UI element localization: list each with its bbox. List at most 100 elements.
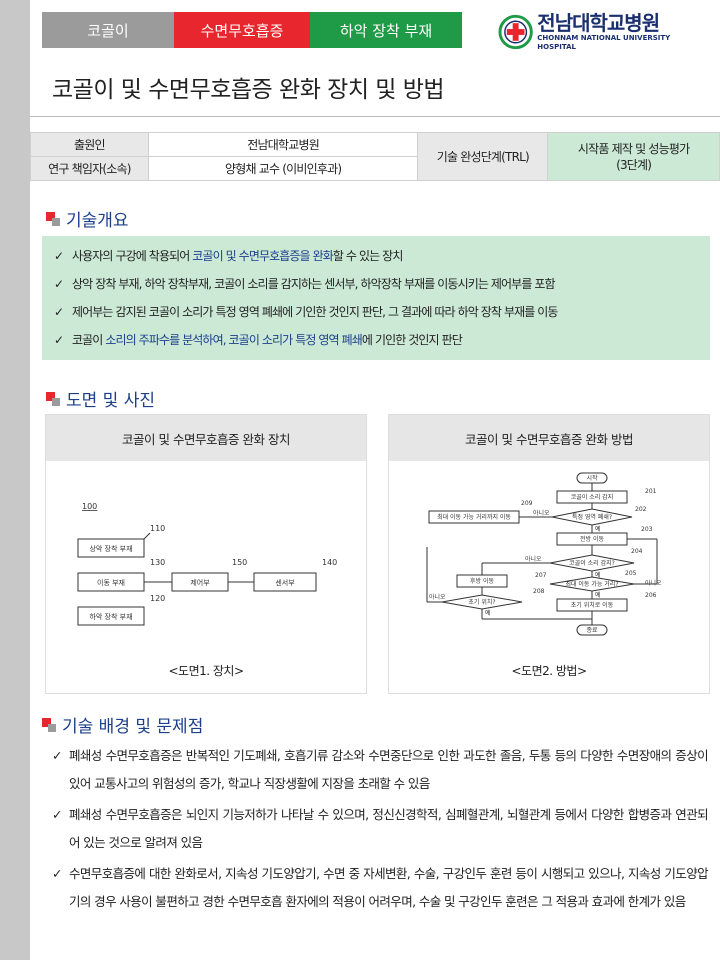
background-item: ✓ 수면무호흡증에 대한 완화로서, 지속성 기도양압기, 수면 중 자세변환, … (52, 860, 709, 916)
overview-item: ✓ 제어부는 감지된 코골이 소리가 특정 영역 폐쇄에 기인한 것인지 판단, … (54, 298, 698, 326)
yes-label: 예 (595, 525, 601, 533)
trl-value-line2: (3단계) (616, 157, 652, 172)
overview-text: 할 수 있는 장치 (332, 249, 403, 263)
check-icon: ✓ (52, 866, 63, 881)
early-label: 초기 위치? (468, 598, 495, 606)
ref-208: 208 (533, 588, 545, 595)
check-icon: ✓ (52, 807, 63, 822)
section-square-icon (46, 391, 60, 406)
overview-item: ✓ 사용자의 구강에 착용되어 코골이 및 수면무호흡증을 완화할 수 있는 장치 (54, 242, 698, 270)
info-table: 출원인 전남대학교병원 기술 완성단계(TRL) 시작품 제작 및 성능평가 (… (30, 132, 720, 181)
overview-text: 코골이 (72, 333, 106, 347)
ref-207: 207 (535, 572, 547, 579)
tag-snoring: 코골이 (42, 12, 174, 48)
trl-value: 시작품 제작 및 성능평가 (3단계) (547, 132, 720, 181)
background-text: 폐쇄성 수면무호흡증은 반복적인 기도폐쇄, 호흡기류 감소와 수면중단으로 인… (69, 748, 709, 791)
overview-heading: 기술개요 (46, 206, 129, 231)
ref-209: 209 (521, 500, 533, 507)
trl-value-line1: 시작품 제작 및 성능평가 (577, 141, 690, 156)
applicant-value: 전남대학교병원 (147, 132, 419, 157)
control-label: 제어부 (190, 578, 210, 587)
upper-device-box (77, 538, 145, 558)
overview-text: 사용자의 구강에 착용되어 (72, 249, 193, 263)
no-label: 아니오 (429, 593, 446, 601)
background-item: ✓폐쇄성 수면무호흡증은 반복적인 기도폐쇄, 호흡기류 감소와 수면중단으로 … (52, 742, 709, 798)
reached-label: 최대 이동 가능 거리? (565, 580, 618, 588)
start-label: 시작 (586, 475, 598, 482)
overview-text: 에 기인한 것인지 판단 (361, 333, 463, 347)
no-label: 아니오 (533, 509, 550, 517)
check-icon: ✓ (54, 277, 64, 291)
trl-label: 기술 완성단계(TRL) (417, 132, 549, 181)
lower-device-box (77, 606, 145, 626)
overview-heading-text: 기술개요 (66, 211, 129, 231)
applicant-label: 출원인 (30, 132, 149, 157)
backward-label: 후방 이동 (470, 577, 494, 585)
overview-text: 상악 장착 부재, 하악 장착부재, 코골이 소리를 감지하는 센서부, 하악장… (72, 277, 556, 291)
yes-label: 예 (485, 609, 491, 617)
background-text: 수면무호흡증에 대한 완화로서, 지속성 기도양압기, 수면 중 자세변환, 수… (69, 866, 709, 909)
ref-150: 150 (232, 558, 247, 567)
background-item: ✓ 폐쇄성 수면무호흡증은 뇌인지 기능저하가 나타날 수 있으며, 정신신경학적… (52, 801, 709, 857)
ref-201: 201 (645, 488, 657, 495)
background-text: 폐쇄성 수면무호흡증은 뇌인지 기능저하가 나타날 수 있으며, 정신신경학적,… (69, 807, 709, 850)
section-square-icon (46, 211, 60, 226)
method-panel-title: 코골이 및 수면무호흡증 완화 방법 (389, 415, 709, 461)
forward-label: 전방 이동 (580, 535, 604, 543)
max-move-box (428, 510, 520, 524)
lower-device-label: 하악 장착 부재 (89, 612, 132, 621)
title-divider (30, 116, 720, 117)
leader-line (143, 532, 151, 540)
hospital-logo-icon (498, 14, 533, 50)
method-caption: <도면2. 방법> (511, 664, 587, 678)
ref-205: 205 (625, 570, 637, 577)
no-label: 아니오 (645, 579, 662, 587)
check-icon: ✓ (54, 305, 64, 319)
ref-140: 140 (322, 558, 337, 567)
no-label: 아니오 (525, 555, 542, 563)
tag-sleep-apnea: 수면무호흡증 (174, 12, 310, 48)
overview-highlight: 소리의 주파수를 분석하여, 코골이 소리가 특정 영역 폐쇄 (105, 333, 362, 347)
end-node (576, 624, 608, 636)
yes-label: 예 (595, 571, 601, 579)
ref-204: 204 (631, 548, 643, 555)
overview-item: ✓ 상악 장착 부재, 하악 장착부재, 코골이 소리를 감지하는 센서부, 하악… (54, 270, 698, 298)
end-label: 종료 (586, 627, 598, 634)
ref-206: 206 (645, 592, 657, 599)
keyword-tags: 코골이 수면무호흡증 하악 장착 부재 (42, 12, 462, 48)
ref-203: 203 (641, 526, 653, 533)
drawings-heading: 도면 및 사진 (46, 386, 155, 411)
device-panel-title: 코골이 및 수면무호흡증 완화 장치 (46, 415, 366, 461)
researcher-value: 양형채 교수 (이비인후과) (147, 156, 419, 181)
move-device-label: 이동 부재 (97, 578, 125, 587)
overview-box: ✓ 사용자의 구강에 착용되어 코골이 및 수면무호흡증을 완화할 수 있는 장치… (42, 236, 710, 360)
ref-110: 110 (150, 524, 165, 533)
yes-label: 예 (595, 591, 601, 599)
detect-label: 코골이 소리 감지 (571, 493, 613, 501)
to-early-label: 초기 위치로 이동 (571, 601, 614, 609)
method-flowchart: 시작 코골이 소리 감지 201 특정 영역 폐쇄? 202 아니오 최대 이동… (426, 472, 662, 636)
page-title: 코골이 및 수면무호흡증 완화 장치 및 방법 (52, 77, 445, 103)
overview-highlight: 코골이 및 수면무호흡증을 완화 (192, 249, 333, 263)
upper-device-label: 상악 장착 부재 (89, 544, 132, 553)
ref-202: 202 (635, 506, 647, 513)
ref-100: 100 (82, 502, 97, 511)
left-side-bar (0, 0, 30, 960)
sensor-label: 센서부 (275, 578, 295, 587)
background-heading-text: 기술 배경 및 문제점 (62, 717, 204, 737)
researcher-label: 연구 책임자(소속) (30, 156, 149, 181)
check-icon: ✓ (54, 249, 64, 263)
ref-130: 130 (150, 558, 165, 567)
hospital-logo: 전남대학교병원 CHONNAM NATIONAL UNIVERSITY HOSP… (498, 12, 708, 52)
overview-text: 제어부는 감지된 코골이 소리가 특정 영역 폐쇄에 기인한 것인지 판단, 그… (72, 305, 558, 319)
overview-item: ✓코골이 소리의 주파수를 분석하여, 코골이 소리가 특정 영역 폐쇄에 기인… (54, 326, 698, 354)
closed-label: 특정 영역 폐쇄? (572, 513, 612, 521)
max-move-label: 최대 이동 가능 거리까지 이동 (437, 513, 511, 521)
device-block-diagram: 100 상악 장착 부재 110 이동 부재 130 제어부 150 센서부 1… (77, 502, 337, 626)
detect2-label: 코골이 소리 감지? (569, 559, 615, 567)
logo-name: 전남대학교병원 (537, 11, 660, 35)
drawings-heading-text: 도면 및 사진 (66, 391, 156, 411)
background-list: ✓ 폐쇄성 수면무호흡증은 반복적인 기도폐쇄, 호흡기류 감소와 수면중단으로 … (52, 742, 709, 919)
background-heading: 기술 배경 및 문제점 (42, 712, 203, 737)
device-caption: <도면1. 장치> (168, 664, 244, 678)
